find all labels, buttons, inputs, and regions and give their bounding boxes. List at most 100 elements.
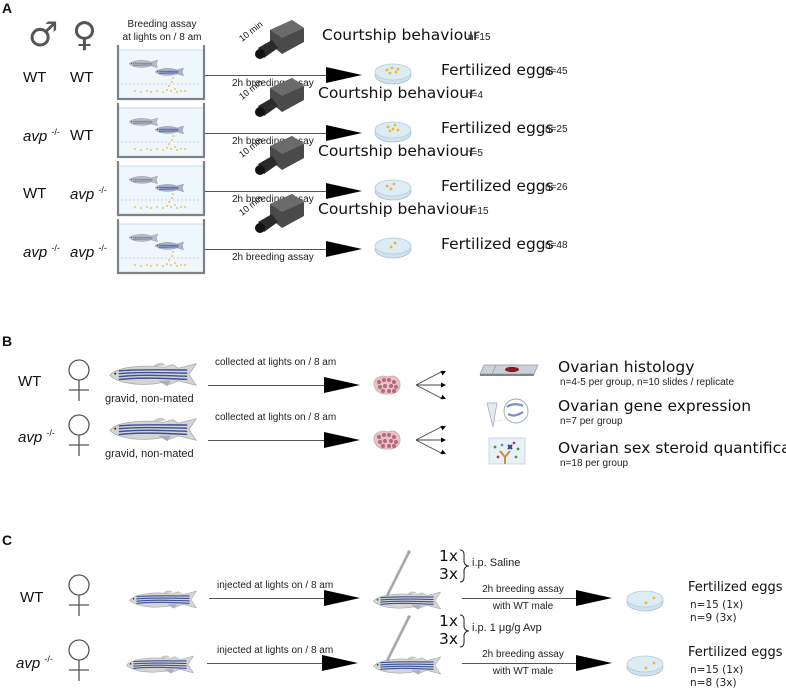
- eggs-n: n=48: [545, 240, 568, 251]
- genotype-gene: avp: [18, 429, 43, 446]
- branch-arrows: [415, 425, 446, 455]
- outcome-title: Ovarian gene expression: [558, 397, 752, 415]
- breeding-arrow-label: 2h breeding assay: [232, 194, 314, 205]
- outcome-title: Ovarian histology: [558, 358, 695, 376]
- eggs-label: Fertilized eggs: [441, 235, 554, 253]
- eggs-label: Fertilized eggs: [441, 119, 554, 137]
- female-symbol-icon: [68, 574, 90, 616]
- female-genotype-superscript: -/-: [98, 185, 107, 195]
- courtship-n: n=4: [466, 90, 483, 101]
- camera-icon: 10 min: [237, 135, 304, 175]
- collection-arrow-label: collected at lights on / 8 am: [215, 357, 337, 368]
- courtship-n: n=15: [468, 32, 491, 43]
- eggs-n-3x: n=9 (3x): [690, 612, 737, 624]
- panel-a-label: A: [2, 0, 13, 16]
- syringe-icon: [385, 550, 411, 597]
- collection-arrow-line: [208, 440, 330, 441]
- breeding-arrow-line: [462, 598, 582, 599]
- genotype-superscript: -/-: [44, 654, 53, 664]
- collection-arrow-head: [324, 432, 360, 448]
- female-symbol-icon: [68, 359, 90, 401]
- breeding-arrow-head: [326, 125, 362, 141]
- female-genotype-text: WT: [70, 69, 94, 86]
- genotype-label: WT: [20, 589, 43, 606]
- ovary-icon: [373, 375, 401, 395]
- camera-duration-label: 10 min: [237, 19, 264, 44]
- tank-header: Breeding assay at lights on / 8 am: [117, 18, 207, 44]
- dose-3x: 3x: [439, 630, 459, 648]
- male-symbol-icon: ♂: [28, 15, 59, 55]
- treatment-label: i.p. 1 μg/g Avp: [472, 622, 542, 634]
- outcome-n: n=18 per group: [560, 458, 629, 469]
- microscope-slide-icon: [479, 364, 539, 376]
- breeding-tank-icon: [116, 219, 206, 275]
- female-genotype-gene: avp: [70, 186, 95, 203]
- breeding-arrow-head: [326, 67, 362, 83]
- courtship-label: Courtship behaviour: [318, 84, 476, 102]
- injection-arrow-line: [209, 598, 330, 599]
- breeding-arrow-label-1: 2h breeding assay: [482, 649, 564, 660]
- courtship-label: Courtship behaviour: [322, 26, 480, 44]
- eggs-n-1x: n=15 (1x): [690, 664, 744, 676]
- female-genotype: WT: [70, 127, 93, 144]
- eggs-n-3x: n=8 (3x): [690, 677, 737, 689]
- breeding-arrow-label: 2h breeding assay: [232, 136, 314, 147]
- collection-arrow-head: [324, 377, 360, 393]
- genotype-superscript: -/-: [46, 428, 55, 438]
- breeding-arrow-line: [205, 133, 332, 134]
- breeding-arrow-label-2: with WT male: [492, 601, 554, 612]
- injection-arrow-line: [207, 663, 328, 664]
- female-genotype: avp -/-: [70, 243, 107, 261]
- dose-1x: 1x: [439, 547, 459, 565]
- camera-duration-label: 10 min: [237, 193, 264, 218]
- genotype-gene: avp: [16, 655, 41, 672]
- collection-arrow-label: collected at lights on / 8 am: [215, 412, 337, 423]
- female-genotype-gene: avp: [70, 244, 95, 261]
- elisa-well-icon: [488, 437, 526, 465]
- courtship-label: Courtship behaviour: [318, 200, 476, 218]
- camera-duration-label: 10 min: [237, 77, 264, 102]
- breeding-arrow-head: [326, 241, 362, 257]
- male-genotype-superscript: -/-: [51, 243, 60, 253]
- male-genotype-text: WT: [23, 69, 47, 86]
- breeding-arrow-line: [205, 249, 332, 250]
- petri-dish-icon: [374, 237, 412, 259]
- fish-icon: [128, 175, 158, 185]
- male-genotype: WT: [23, 69, 46, 86]
- genotype-label: WT: [18, 373, 41, 390]
- camera-duration-label: 10 min: [237, 135, 264, 160]
- eggs-n: n=26: [545, 182, 568, 193]
- syringe-icon: [385, 615, 411, 662]
- eggs-n: n=25: [545, 124, 568, 135]
- eggs-label: Fertilized eggs: [441, 61, 554, 79]
- brace-icon: [459, 614, 470, 648]
- breeding-arrow-label: 2h breeding assay: [232, 78, 314, 89]
- genotype-label: avp -/-: [18, 428, 55, 446]
- fish-icon: [128, 117, 158, 127]
- brace-icon: [459, 549, 470, 583]
- genotype-label: avp -/-: [16, 654, 53, 672]
- tank-header-line2: at lights on / 8 am: [122, 32, 202, 43]
- eggs-label: Fertilized eggs: [441, 177, 554, 195]
- fish-label: gravid, non-mated: [105, 393, 194, 405]
- zebrafish-icon: [109, 417, 198, 442]
- injection-arrow-head: [324, 590, 360, 606]
- petri-dish-icon: [374, 121, 412, 143]
- breeding-arrow-head: [326, 183, 362, 199]
- zebrafish-icon: [126, 655, 195, 674]
- female-genotype-superscript: -/-: [98, 243, 107, 253]
- outcome-title: Ovarian sex steroid quantification: [558, 439, 786, 457]
- camera-icon: 10 min: [237, 77, 304, 117]
- treatment-label: i.p. Saline: [472, 557, 521, 569]
- male-genotype-superscript: -/-: [51, 127, 60, 137]
- fish-icon: [154, 125, 184, 135]
- female-genotype: WT: [70, 69, 93, 86]
- outcome-n: n=7 per group: [560, 416, 623, 427]
- petri-dish-icon: [374, 63, 412, 85]
- female-genotype: avp -/-: [70, 185, 107, 203]
- courtship-label: Courtship behaviour: [318, 142, 476, 160]
- male-genotype: WT: [23, 185, 46, 202]
- fish-icon: [154, 67, 184, 77]
- zebrafish-icon: [109, 362, 198, 387]
- breeding-arrow-head: [576, 655, 612, 671]
